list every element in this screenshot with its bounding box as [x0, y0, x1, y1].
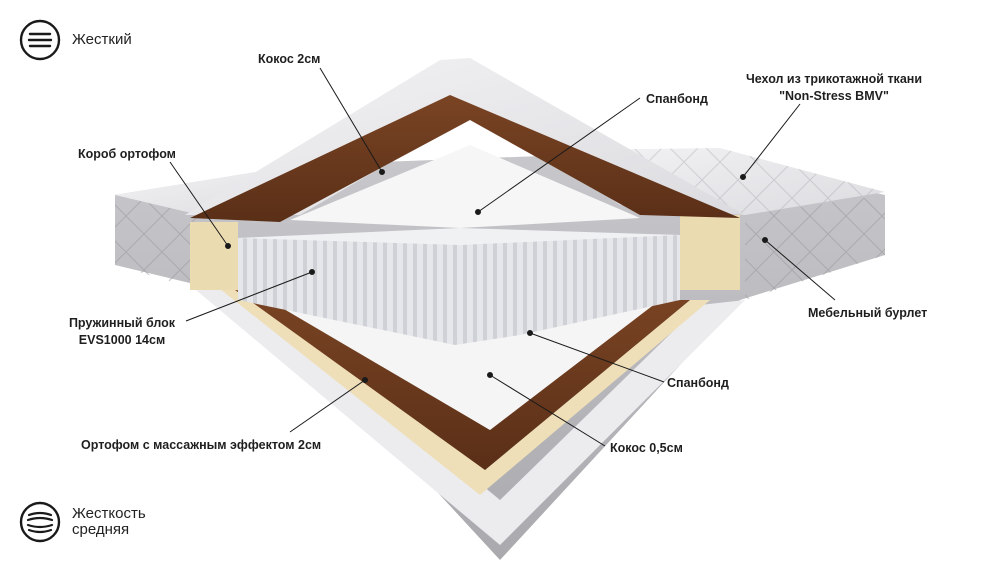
label-spunbond-top: Спанбонд [646, 92, 708, 106]
label-ortofom-massage: Ортофом с массажным эффектом 2см [81, 438, 322, 452]
spring-block [238, 228, 680, 345]
label-cover-line2: "Non-Stress BMV" [779, 89, 889, 103]
label-box-ortofom: Короб ортофом [78, 147, 176, 161]
firmness-label: Жесткий [72, 31, 132, 48]
firmness-description-line2: средняя [72, 521, 130, 538]
firmness-badge-bottom: Жесткость средняя [18, 500, 146, 544]
label-coconut-bottom: Кокос 0,5см [610, 441, 683, 455]
label-spunbond-bottom: Спанбонд [667, 376, 729, 390]
label-edge-tape: Мебельный бурлет [808, 306, 928, 320]
label-spring-block: Пружинный блок EVS1000 14см [66, 316, 178, 347]
firmness-lines-icon [19, 19, 61, 61]
foam-box [190, 215, 740, 290]
lifted-top-layers [185, 58, 745, 228]
label-cover-line1: Чехол из трикотажной ткани [745, 72, 923, 86]
firmness-description-line1: Жесткость [72, 505, 146, 522]
leader-lines [169, 67, 836, 447]
label-cover: Чехол из трикотажной ткани "Non-Stress B… [744, 72, 924, 103]
firmness-badge-top: Жесткий [18, 18, 132, 62]
firmness-waves-icon [19, 501, 61, 543]
label-coconut-top: Кокос 2см [258, 52, 321, 66]
firmness-description: Жесткость средняя [72, 506, 146, 538]
label-spring-line1: Пружинный блок [68, 316, 176, 330]
label-spring-line2: EVS1000 14см [78, 333, 166, 347]
